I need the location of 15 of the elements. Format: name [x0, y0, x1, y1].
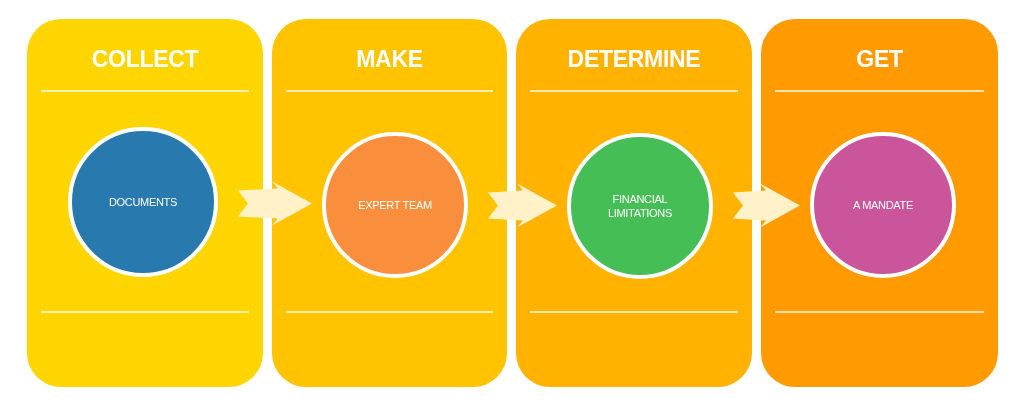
step-label: DOCUMENTS: [108, 195, 178, 209]
stage-panel: [516, 19, 752, 387]
step-label: EXPERT TEAM: [358, 198, 432, 212]
stage-heading: MAKE: [356, 46, 423, 72]
stage-panel: [272, 19, 507, 387]
arrow: [238, 181, 312, 226]
stage-panel: [761, 19, 998, 387]
stage-heading: GET: [856, 46, 903, 72]
stage-panel: [27, 19, 263, 387]
arrow: [733, 183, 800, 228]
arrow: [488, 183, 557, 228]
step-label: A MANDATE: [852, 198, 914, 212]
stage-heading: DETERMINE: [567, 46, 701, 72]
step-label: FINANCIAL LIMITATIONS: [606, 192, 674, 220]
stage-heading: COLLECT: [91, 46, 199, 72]
